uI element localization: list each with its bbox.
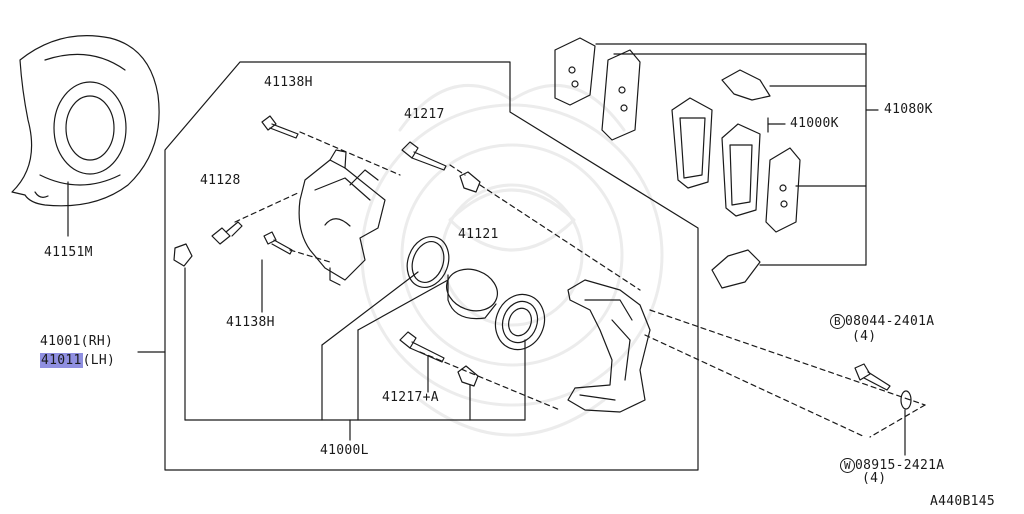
bleeder-screw xyxy=(211,221,243,245)
washer xyxy=(900,390,912,410)
dust-boot xyxy=(494,293,546,351)
piston xyxy=(446,268,498,320)
label-caliper-lh-side: (LH) xyxy=(82,353,116,368)
mounting-bolt xyxy=(854,363,891,391)
label-caliper-lh-number[interactable]: 41011 xyxy=(40,353,83,368)
piston-seal xyxy=(406,236,450,288)
circle-b-badge: B xyxy=(830,314,845,329)
label-splash-shield: 41151M xyxy=(44,245,93,260)
pad-clip-top xyxy=(721,69,771,101)
label-bolt-b-number: 08044-2401A xyxy=(845,314,935,329)
shim-outer-2 xyxy=(601,49,641,141)
circle-w-badge: W xyxy=(840,458,855,473)
label-kit: 41000L xyxy=(320,443,369,458)
label-bleeder: 41128 xyxy=(200,173,241,188)
label-washer-w-qty: (4) xyxy=(862,471,887,486)
figure-code: A440B145 xyxy=(930,494,996,509)
shim-inner xyxy=(765,147,801,233)
leader-lines xyxy=(67,181,906,456)
pin-boot-top xyxy=(459,171,481,193)
pad-clip-bottom xyxy=(711,249,761,289)
label-pad-set: 41000K xyxy=(790,116,839,131)
label-caliper-lh: 41011(LH) xyxy=(40,353,116,368)
label-piston: 41121 xyxy=(458,227,499,242)
pad-inner xyxy=(671,97,713,189)
caliper-body xyxy=(298,149,386,286)
pin-boot-bottom xyxy=(457,365,479,387)
caliper-group-frame xyxy=(164,61,699,471)
slide-pin-bottom xyxy=(399,331,445,363)
shim-outer-1 xyxy=(554,37,596,106)
pad-outer xyxy=(721,123,761,217)
dashed-assembly-lines xyxy=(234,131,926,438)
slide-pin-top xyxy=(401,141,447,171)
label-caliper-rh: 41001(RH) xyxy=(40,334,114,349)
watermark-emblem xyxy=(360,84,664,437)
bleeder-cap xyxy=(173,243,193,267)
bolt-41138h-bottom xyxy=(263,231,293,255)
pad-kit-bracket-lines xyxy=(595,43,879,266)
label-pin-bottom: 41217+A xyxy=(382,390,439,405)
bolt-41138h-top xyxy=(261,115,299,139)
label-washer-w-number: 08915-2421A xyxy=(855,458,945,473)
label-pin-top: 41217 xyxy=(404,107,445,122)
label-bolt-bottom: 41138H xyxy=(226,315,275,330)
caliper-bracket xyxy=(567,279,651,413)
label-bolt-top: 41138H xyxy=(264,75,313,90)
label-pad-kit: 41080K xyxy=(884,102,933,117)
label-bolt-b-qty: (4) xyxy=(852,329,877,344)
splash-shield xyxy=(11,35,160,207)
